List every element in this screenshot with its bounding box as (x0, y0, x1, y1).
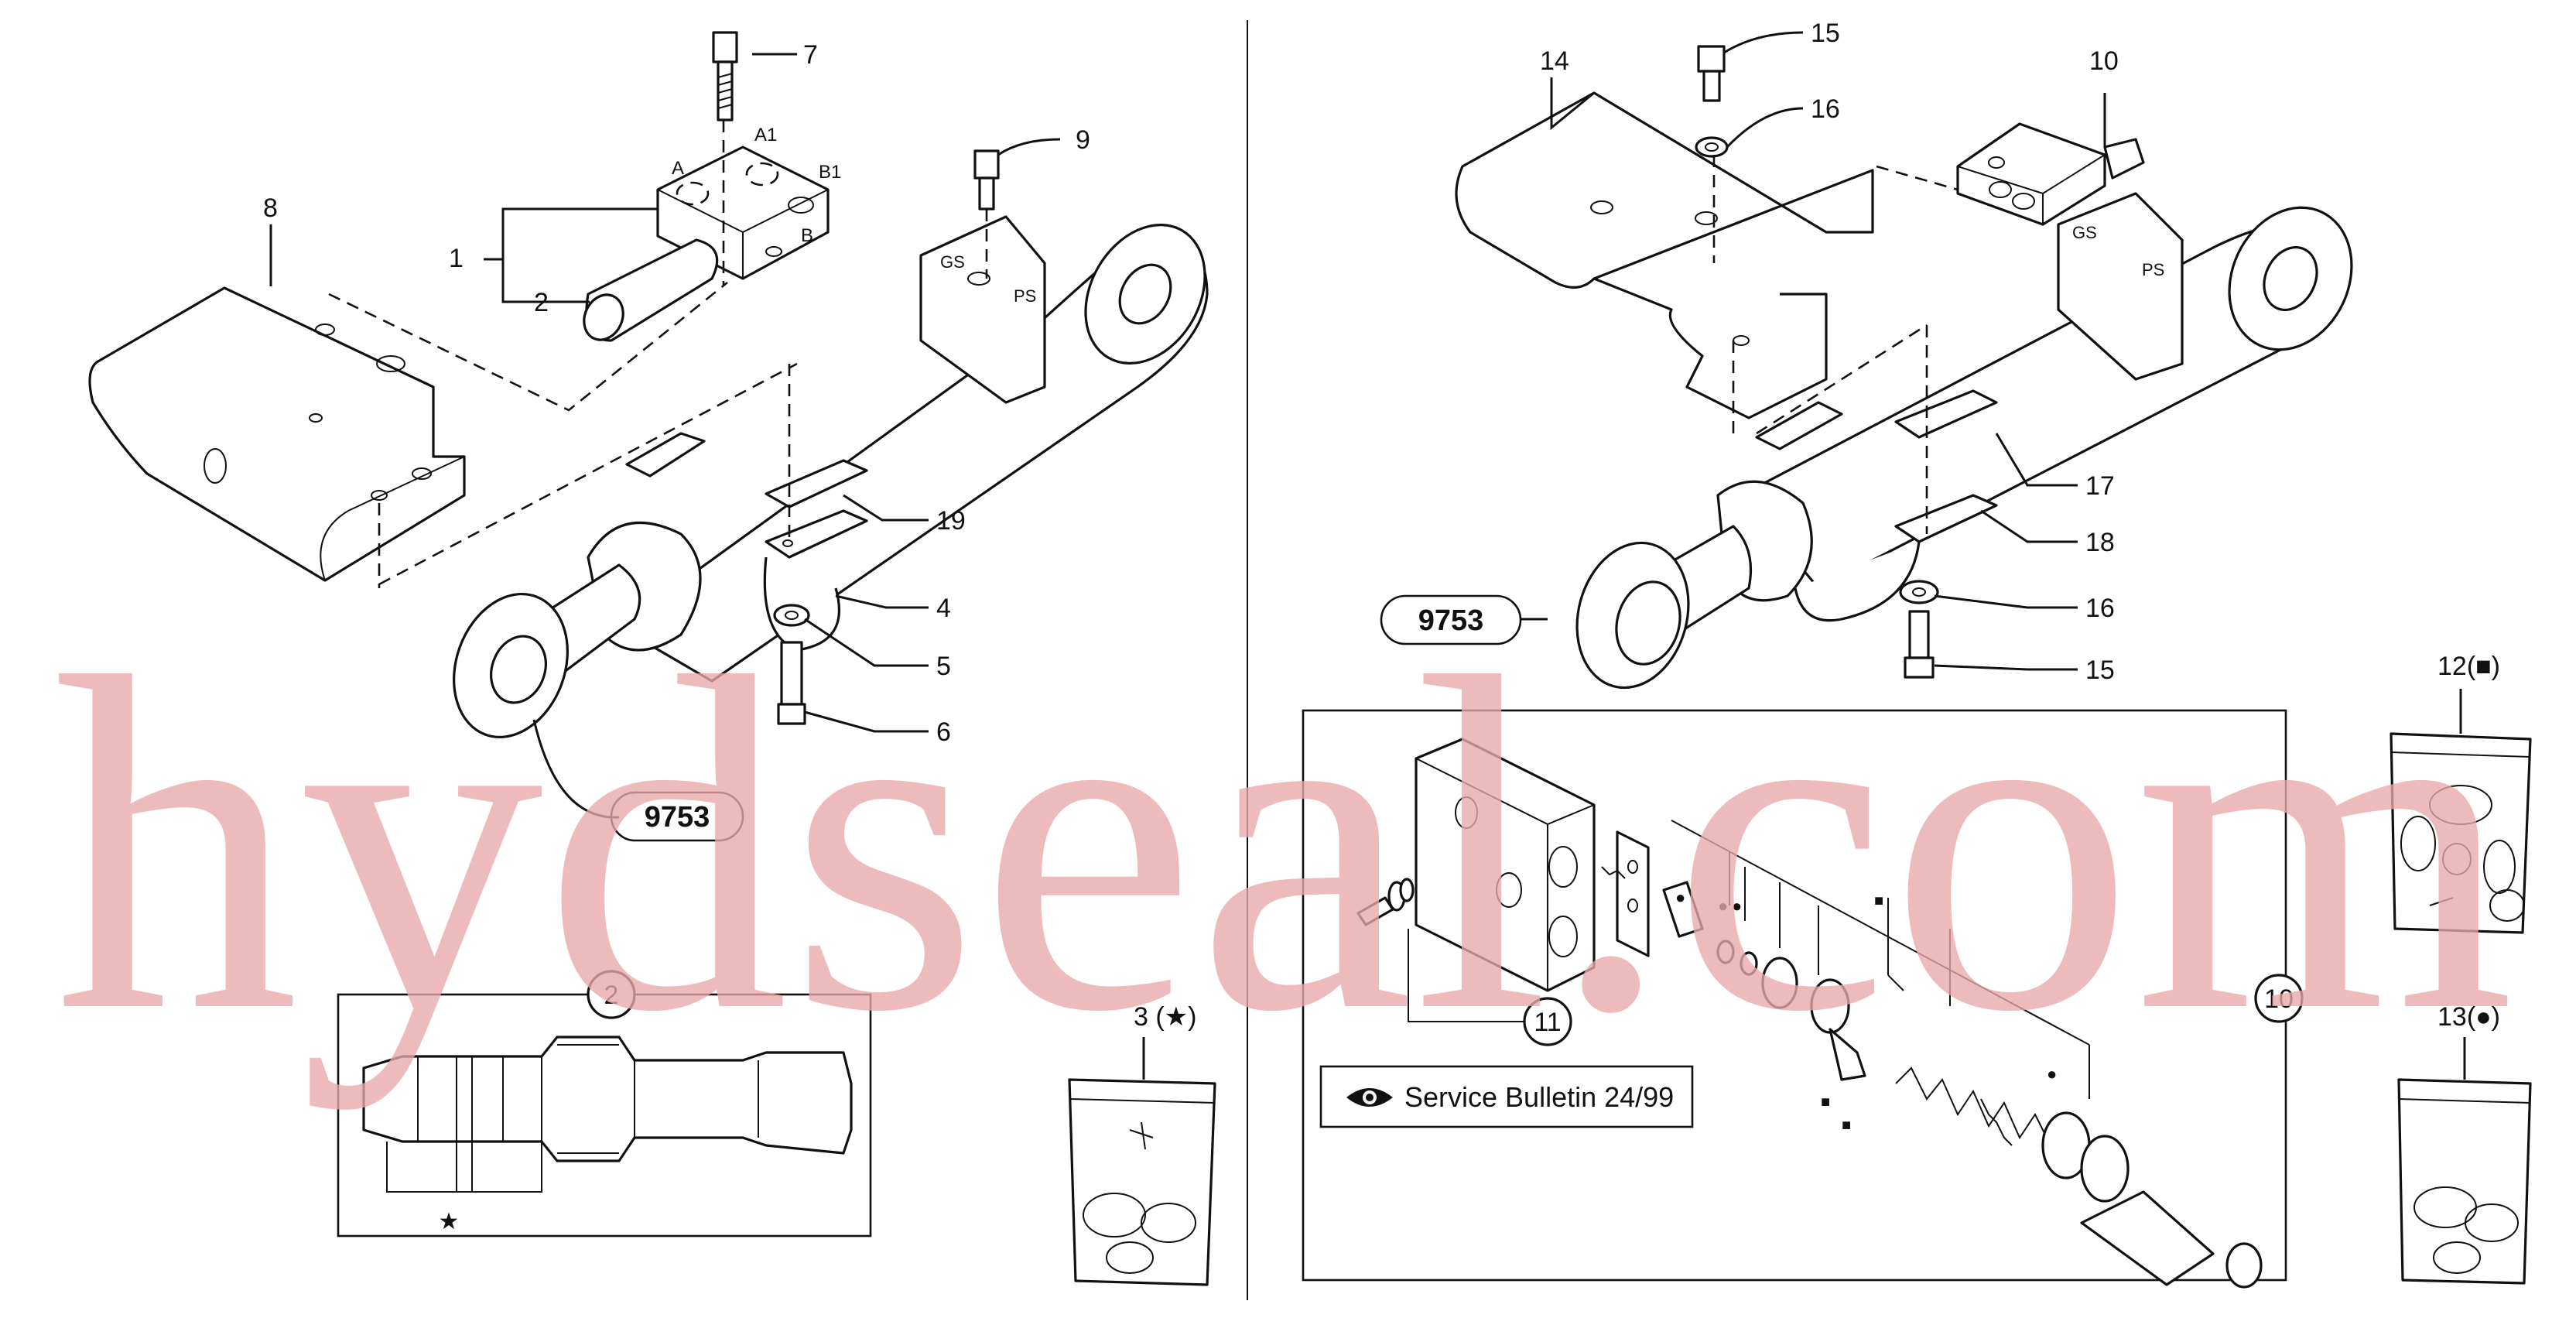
watermark: hydseal.com (54, 580, 2515, 1111)
port-label-a1: A1 (754, 125, 777, 145)
callout-13: 13(●) (2437, 1002, 2500, 1032)
callout-15-bottom: 15 (2085, 656, 2115, 685)
detail-circle-10 (2254, 974, 2304, 1023)
cover-plate-14 (1455, 91, 1874, 419)
seal-kit-bag-13 (2397, 1037, 2532, 1285)
callout-15-top: 15 (1811, 19, 1840, 48)
detail-circle-2-text: 2 (604, 981, 619, 1010)
right-cylinder-assembly (1455, 45, 2353, 690)
port-label-gs-left: GS (940, 252, 965, 272)
callout-3: 3 (★) (1134, 1002, 1196, 1032)
detail-circle-10-text: 10 (2264, 984, 2294, 1014)
detail-10-markers: ● ● ● ● ■ ■ ■ (1675, 888, 2057, 1134)
callout-12: 12(■) (2437, 652, 2500, 681)
cylinder-barrel-right (1575, 192, 2353, 690)
port-label-ps-right: PS (2142, 260, 2164, 279)
marker-dot-1: ● (1675, 888, 1685, 907)
assembly-guide-left-2 (378, 362, 798, 586)
marker-square-3: ■ (1842, 1117, 1851, 1134)
bolt-9 (973, 149, 1000, 211)
service-bulletin-text: Service Bulletin 24/99 (1404, 1081, 1674, 1113)
marker-dot-3: ● (1732, 896, 1742, 916)
reference-badge-right-text: 9753 (1418, 604, 1484, 637)
reference-badge-left-text: 9753 (645, 801, 710, 834)
valve-block-10 (1956, 122, 2145, 226)
reference-badge-right[interactable] (1380, 594, 1522, 645)
callout-2: 2 (534, 288, 549, 317)
callout-18: 18 (2085, 528, 2115, 557)
callout-19: 19 (936, 506, 966, 536)
seal-kit-bag-12 (2390, 689, 2532, 934)
port-label-ps-left: PS (1014, 286, 1036, 306)
marker-square-2: ■ (1821, 1094, 1830, 1111)
assembly-guide-left-1 (328, 281, 728, 412)
callout-1: 1 (449, 244, 464, 273)
detail-box-2: 2 ★ (337, 970, 872, 1238)
callout-10: 10 (2089, 46, 2119, 76)
callout-17: 17 (2085, 471, 2115, 501)
callout-8: 8 (263, 193, 278, 223)
left-cylinder-assembly (88, 31, 1209, 739)
left-leaders (269, 53, 1061, 819)
callout-4: 4 (936, 594, 951, 623)
service-bulletin-box[interactable]: Service Bulletin 24/99 (1319, 1065, 1694, 1128)
callout-16-bottom: 16 (2085, 594, 2115, 623)
callout-14: 14 (1540, 46, 1569, 76)
right-leaders (1521, 31, 2106, 671)
marker-dot-2: ● (1718, 896, 1728, 916)
callout-7: 7 (803, 40, 818, 70)
detail-box-10 (1302, 709, 2287, 1289)
reference-badge-left[interactable] (610, 791, 744, 842)
clamp-plates-right (1755, 389, 1998, 679)
star-symbol: ★ (439, 1209, 460, 1234)
bolt-15-top (1695, 45, 1729, 158)
callout-9: 9 (1076, 125, 1090, 155)
callout-16-top: 16 (1811, 94, 1840, 124)
marker-square-1: ■ (1874, 892, 1883, 909)
port-label-gs-right: GS (2072, 223, 2097, 242)
port-label-a: A (672, 158, 684, 179)
assembly-guide-right-4 (1756, 324, 1928, 435)
bolt-7 (712, 31, 738, 122)
cover-plate-8 (88, 286, 466, 582)
port-label-b1: B1 (819, 162, 841, 183)
callout-5: 5 (936, 652, 951, 681)
callout-6: 6 (936, 717, 951, 747)
detail-circle-11 (1523, 997, 1572, 1046)
clamp-plates-left (625, 432, 868, 725)
port-label-b: B (801, 225, 813, 246)
marker-dot-4: ● (2047, 1064, 2057, 1083)
detail-circle-11-text: 11 (1534, 1008, 1561, 1037)
valve-block-1 (583, 145, 830, 342)
eye-icon (1346, 1088, 1393, 1107)
seal-kit-bag-3 (1068, 1037, 1216, 1286)
assembly-guide-right-2 (1876, 165, 1959, 191)
